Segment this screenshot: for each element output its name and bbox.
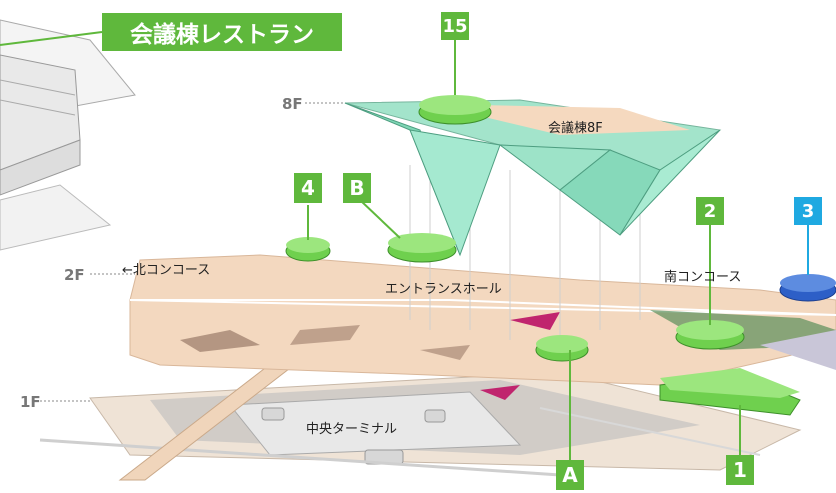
marker-4[interactable]: 4: [294, 173, 322, 203]
restaurant-a: [535, 335, 589, 362]
marker-15[interactable]: 15: [441, 12, 469, 40]
marker-2[interactable]: 2: [696, 197, 724, 225]
restaurant-3: [779, 274, 836, 302]
north-concourse-label[interactable]: ←北コンコース: [122, 263, 211, 278]
bus-icon: [261, 407, 285, 421]
marker-a[interactable]: A: [556, 460, 584, 490]
marker-1[interactable]: 1: [726, 455, 754, 485]
restaurant-15: [418, 95, 492, 125]
conference-building-illustration: [0, 19, 136, 251]
bus-icon: [424, 409, 446, 423]
conference-8f-structure: [344, 99, 722, 257]
entrance-hall-label: エントランスホール: [385, 282, 502, 297]
restaurant-2: [675, 320, 745, 350]
leader-lines: [0, 31, 741, 460]
floor-label-1f: 1F: [20, 393, 41, 411]
restaurant-b: [387, 233, 457, 263]
floor-1f-level: [39, 371, 802, 477]
floor-label-2f: 2F: [64, 266, 85, 284]
marker-3[interactable]: 3: [794, 197, 822, 225]
restaurant-building-label[interactable]: 会議棟レストラン: [102, 13, 342, 51]
central-terminal-label: 中央ターミナル: [306, 422, 398, 437]
restaurant-4: [285, 237, 331, 262]
floor-2f-level: [129, 254, 836, 400]
floor-label-8f: 8F: [282, 95, 303, 113]
restaurant-markers: [285, 95, 836, 416]
marker-b[interactable]: B: [343, 173, 371, 203]
south-concourse-label: 南コンコース: [664, 270, 742, 285]
conference-8f-label: 会議棟8F: [548, 121, 603, 136]
restaurant-1: [659, 368, 801, 416]
